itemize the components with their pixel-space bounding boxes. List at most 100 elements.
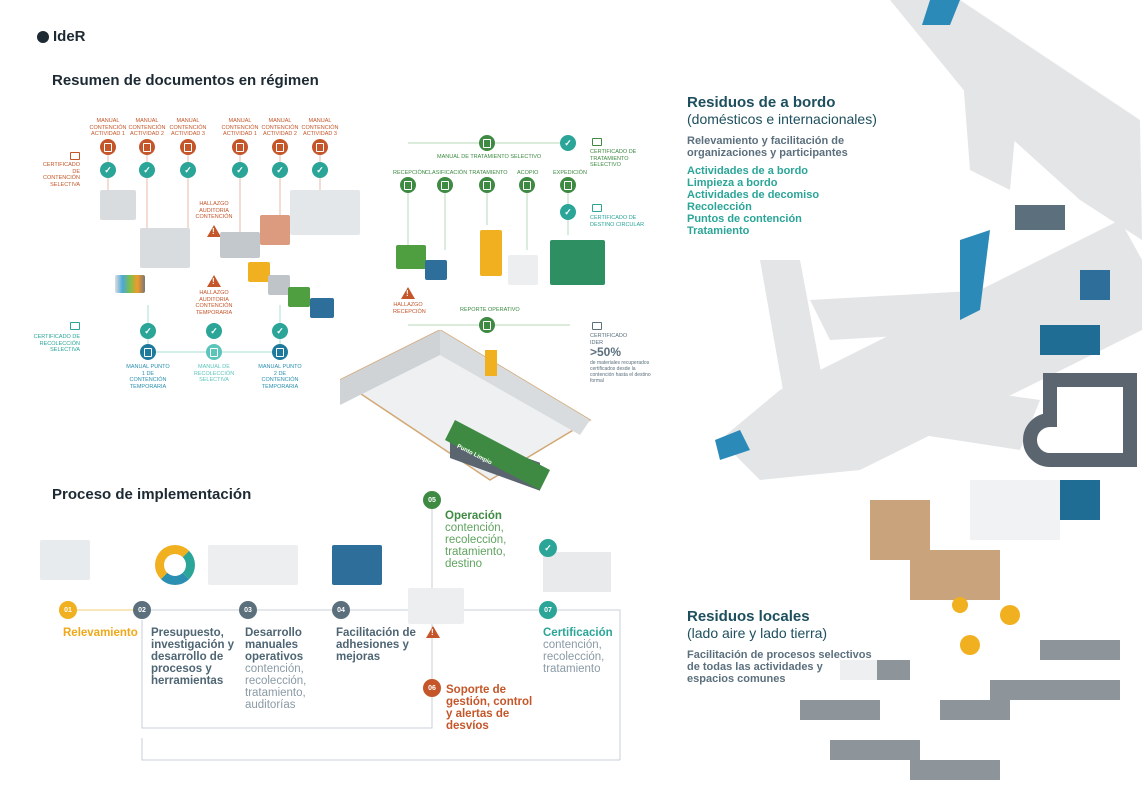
step-sub: contención, recolección, tratamiento, au… bbox=[245, 663, 307, 711]
container-green bbox=[288, 287, 310, 307]
step-02: Presupuesto, investigación y desarrollo … bbox=[151, 627, 236, 687]
container-illustration bbox=[332, 545, 382, 585]
document-icon bbox=[100, 139, 116, 155]
warning-icon: ! bbox=[426, 626, 440, 638]
check-icon: ✓ bbox=[560, 135, 576, 151]
onboard-item: Puntos de contención bbox=[687, 213, 802, 225]
team-illustration bbox=[208, 545, 298, 585]
control-room-illustration bbox=[220, 232, 260, 258]
certificate-icon bbox=[70, 152, 80, 160]
step-01: Relevamiento bbox=[63, 627, 138, 639]
reporte-operativo-label: REPORTE OPERATIVO bbox=[460, 307, 520, 313]
airport-illustration bbox=[715, 0, 1142, 780]
onboard-subtitle: (domésticos e internacionales) bbox=[687, 111, 877, 127]
certificate-document-illustration bbox=[543, 552, 611, 592]
manual-label: MANUAL PUNTO 1 DE CONTENCIÓN TEMPORARIA bbox=[126, 364, 170, 390]
stage-label: RECEPCIÓN bbox=[393, 170, 426, 176]
percent-note: de materiales recuperados certificados d… bbox=[590, 360, 651, 384]
manual-tratamiento-label: MANUAL DE TRATAMIENTO SELECTIVO bbox=[437, 154, 542, 160]
onboard-title: Residuos de a bordo bbox=[687, 94, 836, 111]
document-icon bbox=[232, 139, 248, 155]
document-icon bbox=[272, 344, 288, 360]
truck-illustration bbox=[290, 190, 360, 235]
document-icon bbox=[140, 344, 156, 360]
check-icon: ✓ bbox=[206, 323, 222, 339]
logo-text: IdeR bbox=[53, 28, 86, 45]
step-number: 03 bbox=[239, 601, 257, 619]
cert-contencion-label: CERTIFICADO DE CONTENCIÓN SELECTIVA bbox=[42, 162, 80, 188]
laptop-operator-illustration bbox=[408, 588, 464, 624]
step-04: Facilitación de adhesiones y mejoras bbox=[336, 627, 416, 663]
document-icon bbox=[479, 177, 495, 193]
step-title: Certificación bbox=[543, 627, 613, 639]
cert-ider-label: CERTIFICADO IdeR bbox=[590, 333, 628, 346]
stage-label: ACOPIO bbox=[517, 170, 539, 176]
local-desc: Facilitación de procesos selectivos de t… bbox=[687, 649, 872, 685]
onboard-desc: Relevamiento y facilitación de organizac… bbox=[687, 135, 848, 159]
document-icon bbox=[139, 139, 155, 155]
local-subtitle: (lado aire y lado tierra) bbox=[687, 625, 828, 641]
onboard-item: Limpieza a bordo bbox=[687, 177, 778, 189]
kitchen-illustration bbox=[100, 190, 136, 220]
step-title: Operación bbox=[445, 510, 502, 522]
step-title: Desarrollo manuales operativos bbox=[245, 627, 304, 663]
check-icon: ✓ bbox=[140, 323, 156, 339]
onboard-item: Actividades de a bordo bbox=[687, 165, 809, 177]
stage-label: TRATAMIENTO bbox=[469, 170, 508, 176]
bins-illustration bbox=[115, 275, 145, 293]
check-icon: ✓ bbox=[539, 539, 557, 557]
compactor-illustration bbox=[480, 230, 502, 276]
manual-label: MANUAL CONTENCIÓN ACTIVIDAD 2 bbox=[261, 118, 299, 137]
section-title-documents: Resumen de documentos en régimen bbox=[52, 72, 319, 89]
bales-illustration bbox=[508, 255, 538, 285]
document-icon bbox=[519, 177, 535, 193]
check-icon: ✓ bbox=[180, 162, 196, 178]
stage-label: EXPEDICIÓN bbox=[553, 170, 587, 176]
check-icon: ✓ bbox=[272, 323, 288, 339]
survey-workers-illustration bbox=[40, 540, 90, 580]
certificate-icon bbox=[592, 138, 602, 146]
check-icon: ✓ bbox=[312, 162, 328, 178]
check-icon: ✓ bbox=[232, 162, 248, 178]
hallazgo-contencion-label: HALLAZGO AUDITORIA CONTENCIÓN bbox=[195, 201, 233, 220]
manual-label: MANUAL CONTENCIÓN ACTIVIDAD 2 bbox=[128, 118, 166, 137]
hallazgo-temporaria-label: HALLAZGO AUDITORIA CONTENCIÓN TEMPORARIA bbox=[195, 290, 233, 316]
onboard-item: Actividades de decomiso bbox=[687, 189, 820, 201]
document-icon bbox=[479, 135, 495, 151]
check-icon: ✓ bbox=[139, 162, 155, 178]
container-orange bbox=[248, 262, 270, 282]
check-icon: ✓ bbox=[560, 204, 576, 220]
certificate-icon bbox=[592, 204, 602, 212]
treatment-plant-illustration bbox=[340, 330, 592, 491]
document-icon bbox=[272, 139, 288, 155]
forklift-illustration bbox=[260, 215, 290, 245]
warning-icon: ! bbox=[401, 287, 415, 299]
section-title-implementation: Proceso de implementación bbox=[52, 486, 252, 503]
onboard-section: Residuos de a bordo (domésticos e intern… bbox=[687, 94, 917, 237]
document-icon bbox=[312, 139, 328, 155]
donut-chart-illustration bbox=[155, 545, 195, 585]
document-icon bbox=[180, 139, 196, 155]
container-blue bbox=[310, 298, 334, 318]
office-illustration bbox=[140, 228, 190, 268]
manual-label: MANUAL CONTENCIÓN ACTIVIDAD 1 bbox=[89, 118, 127, 137]
document-icon bbox=[437, 177, 453, 193]
document-icon bbox=[560, 177, 576, 193]
truck-illustration bbox=[550, 240, 605, 285]
step-title: Soporte de gestión, control y alertas de… bbox=[446, 684, 533, 732]
container-grey bbox=[268, 275, 290, 295]
manual-label: MANUAL CONTENCIÓN ACTIVIDAD 1 bbox=[221, 118, 259, 137]
manual-label: MANUAL PUNTO 2 DE CONTENCIÓN TEMPORARIA bbox=[258, 364, 302, 390]
cert-tratamiento-label: CERTIFICADO DE TRATAMIENTO SELECTIVO bbox=[590, 149, 637, 168]
manual-label: MANUAL DE RECOLECCIÓN SELECTIVA bbox=[193, 364, 235, 383]
hallazgo-recepcion-label: HALLAZGO RECEPCIÓN bbox=[393, 302, 426, 315]
stage-label: CLASIFICACIÓN bbox=[425, 170, 468, 176]
document-icon bbox=[400, 177, 416, 193]
certificate-icon bbox=[70, 322, 80, 330]
check-icon: ✓ bbox=[100, 162, 116, 178]
reception-bin-illustration bbox=[396, 245, 426, 269]
step-06: Soporte de gestión, control y alertas de… bbox=[446, 684, 541, 732]
step-title: Relevamiento bbox=[63, 627, 138, 639]
